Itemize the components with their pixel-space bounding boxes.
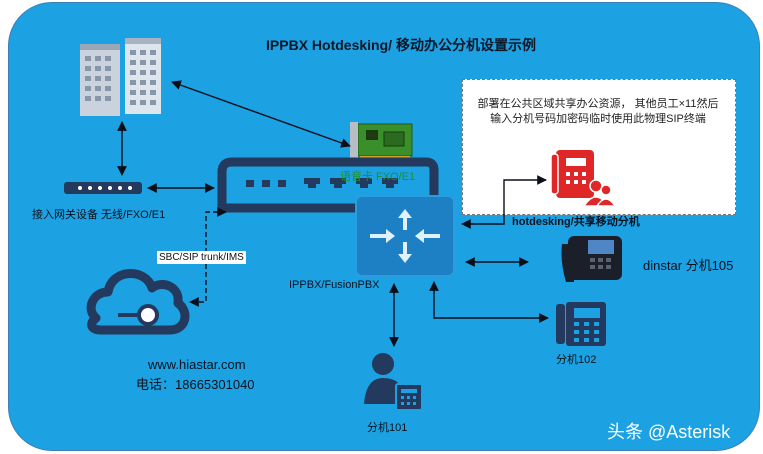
ip-phone-icon [561,236,622,282]
building-pbx-link [171,80,351,148]
red-phone-icon [550,150,617,207]
gateway-label: 接入网关设备 无线/FXO/E1 [32,209,166,221]
website-label: www.hiastar.com [148,357,246,372]
diagram-title: IPPBX Hotdesking/ 移动办公分机设置示例 [266,37,536,53]
gateway-icon [64,182,142,194]
building-icon [80,38,161,116]
ext102-label: 分机102 [556,354,597,366]
hotdesking-label: hotdesking/共享移动分机 [512,216,640,228]
user-phone-icon [364,353,423,411]
cloud-icon [86,269,190,335]
dinstar-label: dinstar 分机105 [643,258,734,273]
note-line-1: 部署在公共区域共享办公资源， 其他员工×11然后 [477,98,719,110]
router-icon [355,195,455,277]
phone-number-label: 电话：18665301040 [136,377,255,392]
ippbx-label: IPPBX/FusionPBX [289,279,380,291]
pbx-hotdesk-link [461,175,547,229]
hotdesking-note-text: 部署在公共区域共享办公资源， 其他员工×11然后 输入分机号码加密码临时使用此物… [468,97,728,127]
watermark: 头条 @Asterisk [607,422,731,442]
pbx-ext102-link [429,281,549,323]
voice-card-label: 语音卡 FXO/E1 [340,171,416,183]
pci-card-icon [350,122,413,160]
ext101-label: 分机101 [367,422,408,434]
sbc-label: SBC/SIP trunk/IMS [157,251,246,264]
desk-phone-icon [556,302,606,346]
note-line-2: 输入分机号码加密码临时使用此物理SIP终端 [490,113,706,125]
